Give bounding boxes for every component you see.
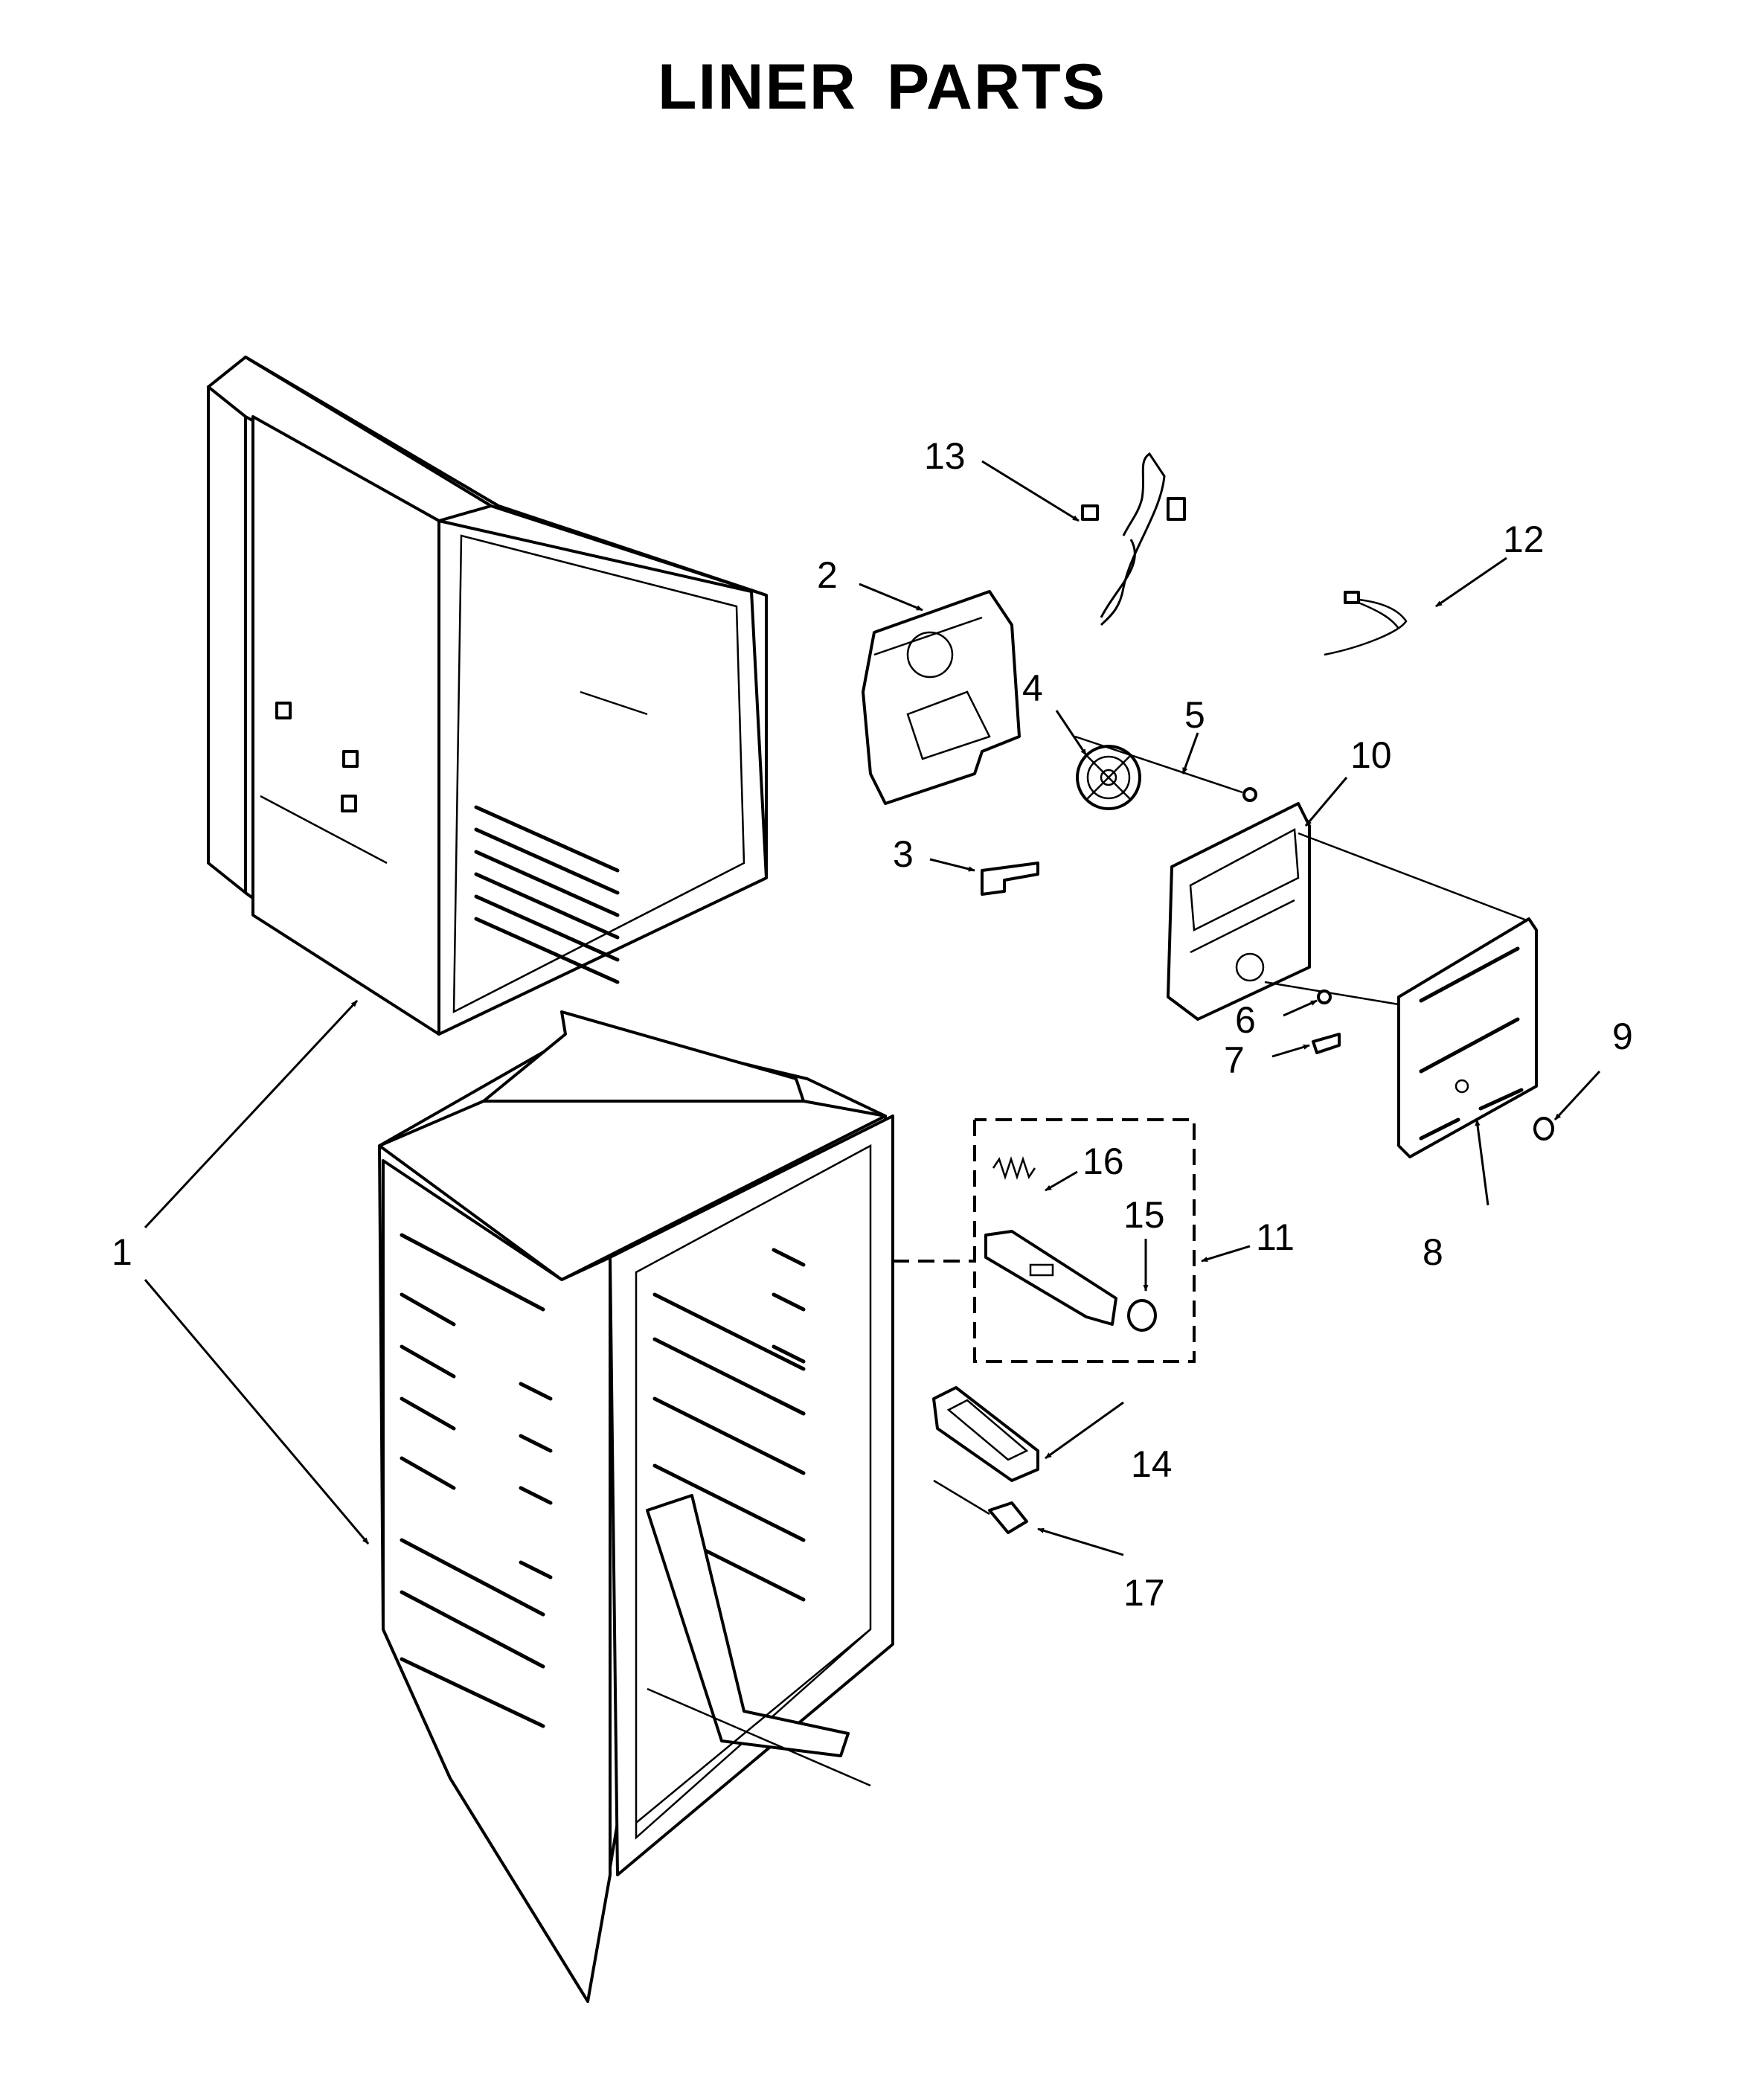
light-assembly-group [893, 1118, 1196, 1363]
callout-5: 5 [1184, 694, 1205, 736]
callout-13: 13 [924, 435, 966, 477]
clip-part [981, 862, 1039, 896]
knob-part-9 [1533, 1117, 1554, 1141]
thermistor-sensor [1324, 591, 1408, 656]
callout-3: 3 [893, 833, 914, 875]
fan-assembly [1076, 745, 1141, 810]
small-clip-7 [1312, 1033, 1341, 1054]
callout-7: 7 [1224, 1039, 1245, 1081]
control-housing [1167, 802, 1533, 1021]
evaporator-cover [862, 590, 1021, 805]
callout-4: 4 [1022, 667, 1043, 709]
callout-2: 2 [817, 554, 838, 596]
callout-8: 8 [1423, 1231, 1443, 1273]
lower-liner [378, 1010, 894, 2003]
socket-housing [932, 1386, 1039, 1482]
diagram-title: LINER PARTS [658, 51, 1106, 123]
callout-labels: 1 2 3 4 5 6 7 8 9 10 11 12 13 14 15 16 1… [112, 435, 1633, 1614]
leader-arrows [144, 460, 1601, 1556]
switch-knob [1127, 1299, 1157, 1332]
callout-6: 6 [1235, 999, 1256, 1041]
wire-harness [1081, 452, 1186, 626]
plug-wire [933, 1479, 1028, 1534]
callout-17: 17 [1123, 1572, 1165, 1614]
callout-14: 14 [1131, 1443, 1173, 1485]
screw-part [1074, 735, 1257, 802]
light-housing-panel [1397, 917, 1538, 1158]
callout-1: 1 [112, 1231, 132, 1273]
callout-16: 16 [1083, 1141, 1124, 1182]
spring-part [992, 1156, 1036, 1180]
light-lens [984, 1230, 1117, 1326]
small-screw-6 [1317, 990, 1332, 1004]
callout-11: 11 [1256, 1216, 1295, 1258]
callout-15: 15 [1123, 1194, 1165, 1236]
upper-liner [207, 356, 768, 1036]
callout-9: 9 [1612, 1016, 1633, 1057]
callout-10: 10 [1350, 734, 1392, 776]
callout-12: 12 [1503, 519, 1545, 560]
